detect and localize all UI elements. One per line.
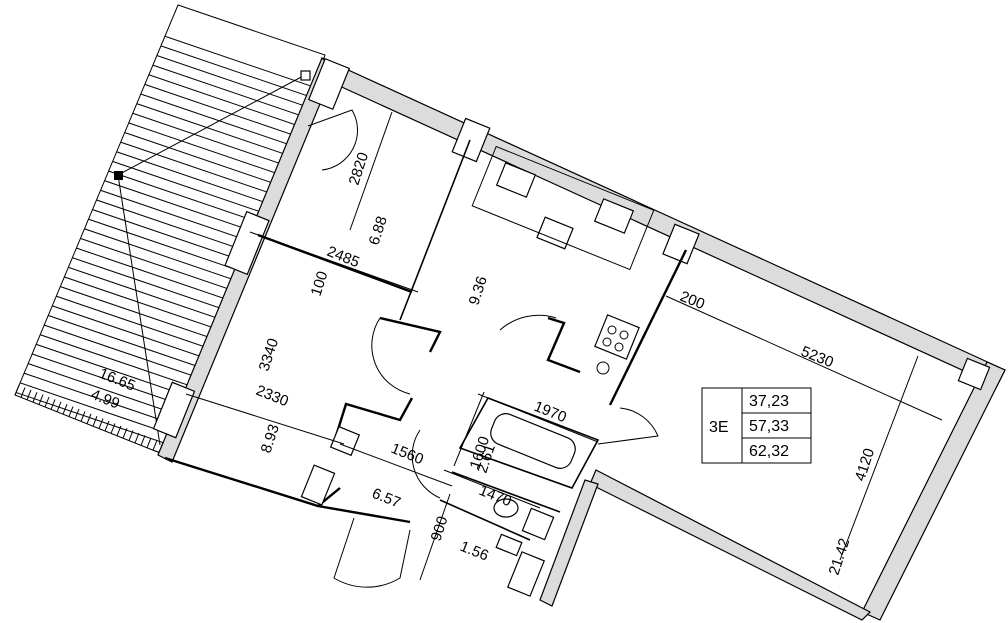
dim-2330: 2330	[254, 382, 291, 410]
dim-200: 200	[678, 288, 708, 313]
exterior-walls	[157, 56, 1006, 621]
dim-900: 900	[428, 514, 452, 543]
dim-3340: 3340	[256, 336, 282, 373]
area-balcony-reduced: 4.99	[89, 386, 122, 413]
toilet-icon	[493, 498, 519, 518]
unit-info-table: 3E 37,23 57,33 62,32	[701, 387, 812, 464]
washbasin-icon	[495, 533, 523, 557]
area-room-wc: 1.56	[458, 538, 491, 565]
dimension-labels: 2820 2485 100 3340 2330 200 5230 1970 15…	[254, 150, 879, 543]
dim-5230: 5230	[799, 343, 836, 371]
area-room-left: 8.93	[258, 422, 283, 455]
bathroom-fixtures	[490, 413, 576, 557]
dim-2820: 2820	[346, 150, 372, 187]
area-room-big: 21.42	[826, 536, 854, 577]
door-left-room	[371, 317, 411, 395]
door-middle-room	[499, 314, 557, 331]
dim-100: 100	[308, 269, 332, 298]
door-entrance	[333, 517, 411, 588]
area-room-top: 6.88	[366, 214, 391, 247]
door-balcony-top	[307, 109, 358, 171]
area-room-middle: 9.36	[466, 274, 491, 307]
unit-code: 3E	[709, 419, 729, 436]
sink-icon	[536, 216, 574, 250]
dim-4120: 4120	[852, 446, 878, 483]
balcony-hatching	[15, 5, 325, 455]
balcony	[14, 4, 326, 456]
unit-area-living: 37,23	[749, 393, 789, 410]
door-big-room	[597, 407, 659, 445]
doors	[307, 109, 659, 588]
dimension-lines	[185, 111, 943, 581]
bathtub-icon	[490, 413, 576, 469]
door-bathroom	[411, 429, 441, 499]
balcony-anchor-marker	[114, 171, 123, 180]
fan-icon	[596, 361, 610, 375]
area-room-hall: 6.57	[370, 485, 403, 512]
unit-area-total: 57,33	[749, 418, 789, 435]
unit-area-total-with-balcony: 62,32	[749, 443, 789, 460]
wall-pillars	[152, 57, 991, 597]
kitchen-fixtures	[471, 145, 655, 375]
stove-icon	[594, 314, 640, 360]
